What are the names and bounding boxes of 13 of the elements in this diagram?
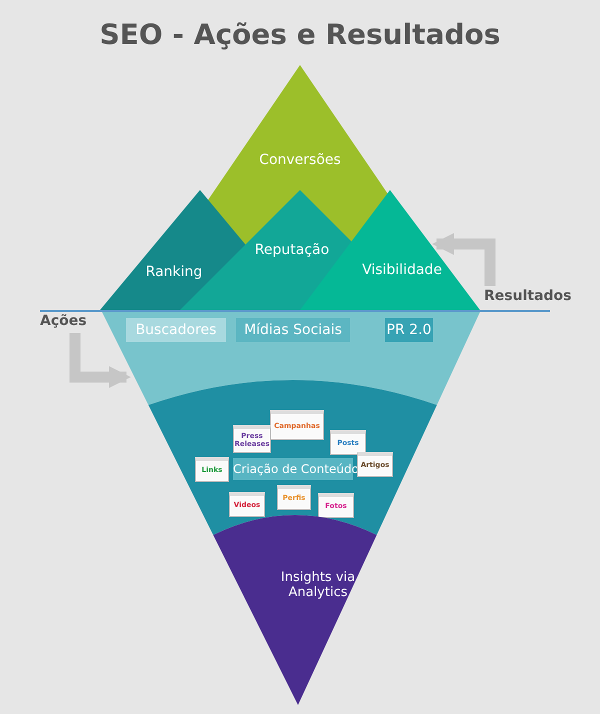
segment-label: Visibilidade — [362, 262, 442, 278]
segment-label: Insights via Analytics — [280, 570, 356, 600]
segment-label: Conversões — [259, 152, 341, 168]
title: SEO - Ações e Resultados — [98, 18, 502, 51]
category-label: Mídias Sociais — [236, 318, 350, 342]
arrow — [432, 233, 496, 286]
category-label: PR 2.0 — [385, 318, 433, 342]
category-label: Buscadores — [126, 318, 226, 342]
arrow — [70, 333, 131, 388]
segment-label: Ranking — [146, 264, 202, 280]
section-label: Ações — [40, 313, 87, 329]
segment-label: Reputação — [254, 242, 330, 258]
section-label: Resultados — [484, 288, 572, 304]
